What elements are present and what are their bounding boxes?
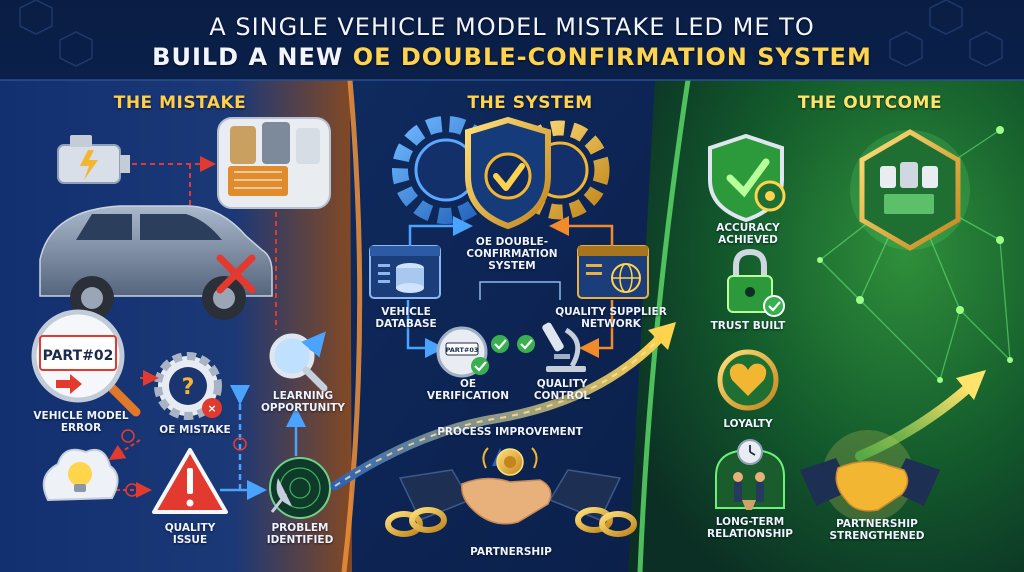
partnership-strengthened-label: Partnership Strengthened xyxy=(829,518,925,543)
title-line-2-prefix: Build A New xyxy=(152,43,344,71)
oe-part-number: PART#03 xyxy=(446,346,479,354)
warning-triangle-icon xyxy=(152,448,228,514)
title-line-1: A Single Vehicle Model Mistake Led Me To xyxy=(209,13,815,41)
quality-issue-label: Quality Issue xyxy=(164,522,216,547)
title-highlight: OE Double-Confirmation System xyxy=(352,43,872,71)
svg-text:?: ? xyxy=(182,375,195,400)
filter-badge-icon xyxy=(850,129,970,251)
quality-supplier-network-label: Quality Supplier Network xyxy=(555,306,667,331)
microscope-icon xyxy=(542,322,586,372)
quality-control-label: Quality Control xyxy=(533,378,591,403)
accuracy-achieved-label: Accuracy Achieved xyxy=(716,222,780,247)
long-term-relationship-label: Long-Term Relationship xyxy=(707,516,793,541)
section-title-outcome: The Outcome xyxy=(797,93,943,113)
oil-filter-icon xyxy=(217,117,331,209)
part-number-label: PART#02 xyxy=(43,348,114,364)
problem-identified-label: Problem Identified xyxy=(266,522,334,547)
hexagon-pattern xyxy=(19,0,1003,67)
section-title-system: The System xyxy=(467,93,593,113)
svg-text:×: × xyxy=(207,402,216,415)
growth-arrow xyxy=(855,383,973,461)
chain-link-icon xyxy=(385,507,637,537)
trust-built-label: Trust Built xyxy=(710,320,786,332)
gears-shield-check-icon xyxy=(392,116,610,230)
learning-opportunity-label: Learning Opportunity xyxy=(260,390,345,415)
oe-verification-icon: PART#03 xyxy=(436,326,489,378)
oe-mistake-label: OE Mistake xyxy=(159,424,231,436)
lightbulb-icon xyxy=(42,448,119,502)
heart-hands-icon xyxy=(717,349,779,411)
magnifier-icon xyxy=(269,331,328,392)
radar-dish-icon xyxy=(269,457,331,519)
medal-icon xyxy=(482,447,538,476)
suv-car-icon xyxy=(39,205,273,320)
partnership-label: Partnership xyxy=(470,546,552,558)
process-improvement-label: Process Improvement xyxy=(437,426,583,438)
oe-verification-label: OE Verification xyxy=(426,378,510,403)
check-badge-icon xyxy=(491,335,535,353)
title-line-2: Build A New OE Double-Confirmation Syste… xyxy=(0,43,1024,72)
handshake-strengthened-icon xyxy=(800,430,940,522)
vehicle-model-error-label: Vehicle Model Error xyxy=(33,410,129,435)
part-magnifier-icon: PART#02 xyxy=(31,309,141,417)
gear-question-icon: ? × xyxy=(154,352,222,420)
network-nodes xyxy=(817,126,1013,383)
globe-window-icon xyxy=(577,245,649,299)
handshake-icon xyxy=(398,469,622,525)
system-panel xyxy=(350,80,690,572)
oe-double-confirmation-label: OE Double-Confirmation System xyxy=(466,236,558,273)
clock-people-icon xyxy=(715,439,785,510)
shield-check-icon xyxy=(708,133,786,223)
error-x-icon xyxy=(216,254,256,294)
section-title-mistake: The Mistake xyxy=(113,93,247,113)
engine-warning-icon xyxy=(57,135,130,184)
lock-check-icon xyxy=(727,248,785,317)
loyalty-label: Loyalty xyxy=(723,418,773,430)
vehicle-database-label: Vehicle Database xyxy=(375,306,437,331)
database-window-icon xyxy=(369,245,441,299)
